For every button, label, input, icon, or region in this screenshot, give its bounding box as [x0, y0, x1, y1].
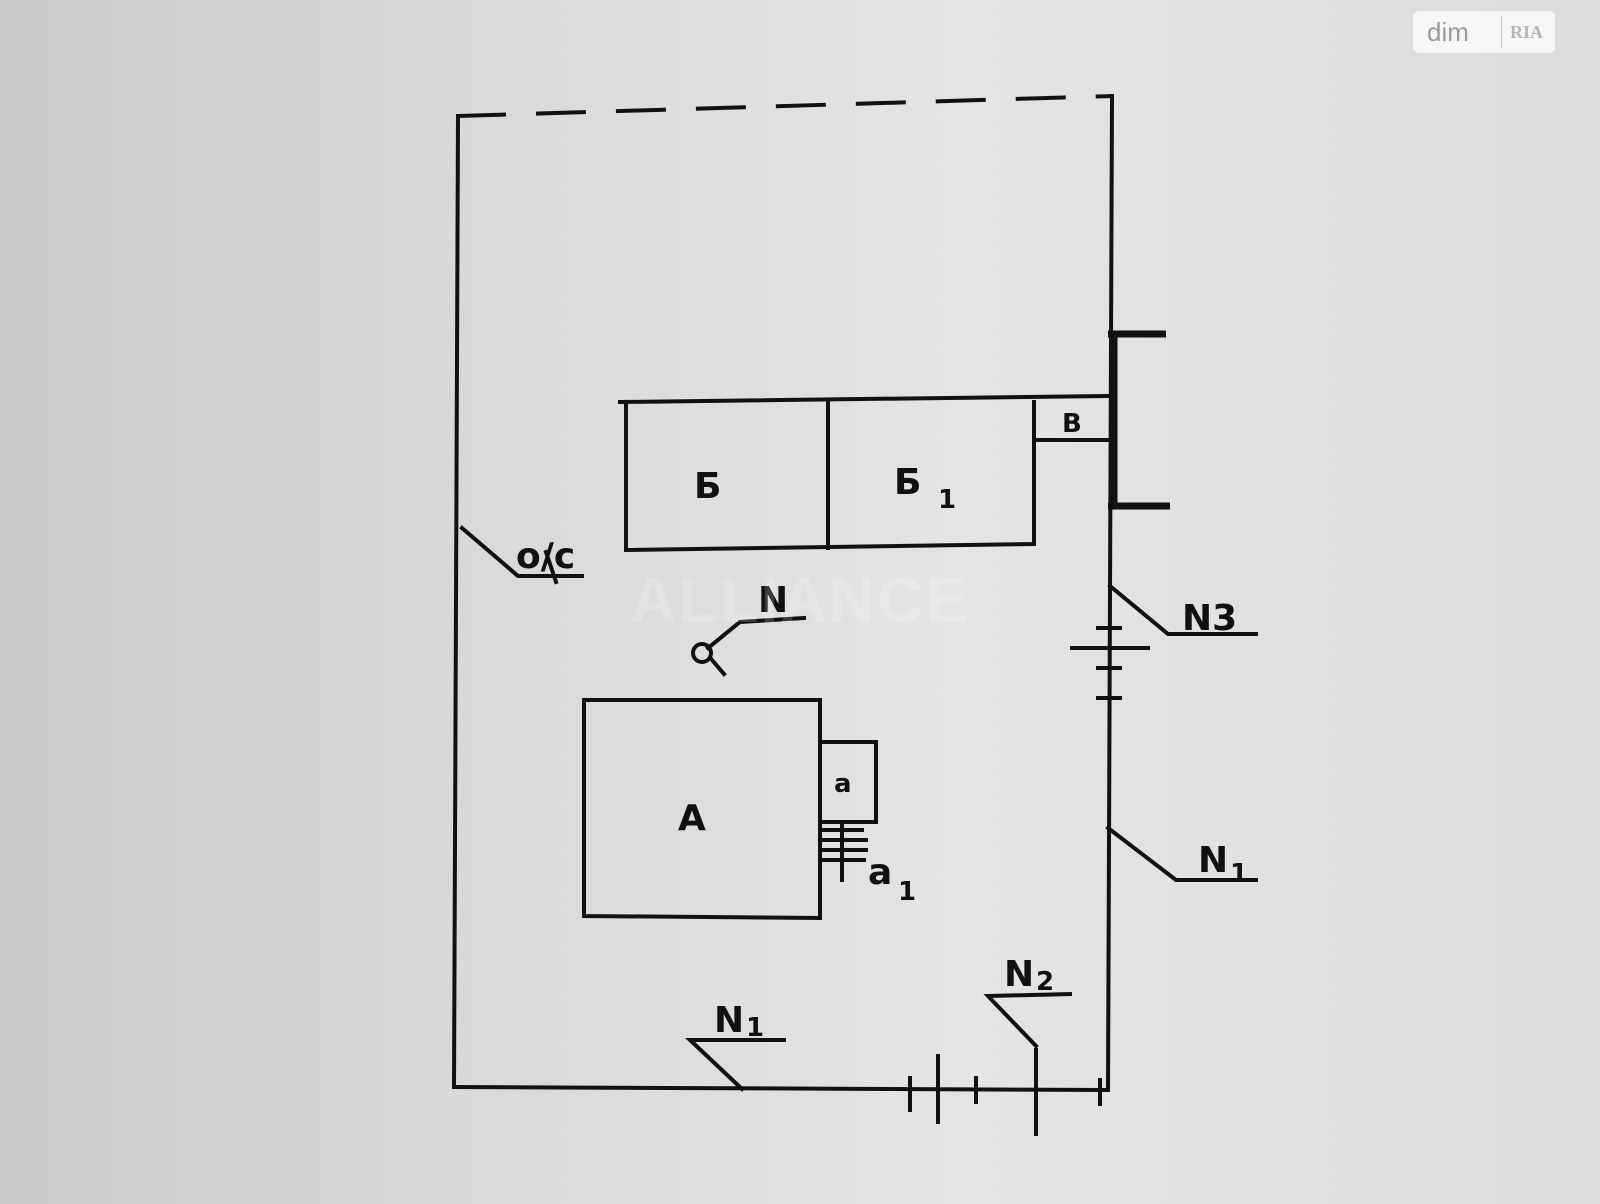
- fence-n1-right-leader: [1105, 825, 1258, 882]
- fence-ticks-right: [1070, 626, 1150, 700]
- barn-ext-sub: 1: [938, 485, 956, 515]
- well-label: N: [758, 580, 788, 621]
- badge-divider: [1501, 16, 1502, 48]
- fence-n3-label: N3: [1182, 598, 1237, 639]
- brand-label: dim: [1427, 16, 1469, 47]
- annex-label: а: [834, 769, 852, 799]
- fence-n1-bottom-leader: [684, 1038, 786, 1092]
- porch-steps: [818, 820, 868, 882]
- house-outline: [582, 698, 822, 921]
- barn-label: Б: [694, 466, 721, 507]
- plot-boundary-right: [1105, 93, 1115, 1093]
- fence-n1-right-sub: 1: [1230, 859, 1248, 889]
- fence-n2-label: N: [1004, 954, 1034, 995]
- fence-n2-sub: 2: [1036, 967, 1054, 997]
- plot-boundary-bottom: [451, 1084, 1108, 1093]
- plot-boundary-dashed-top: [455, 93, 1115, 119]
- fence-n3-leader: [1107, 583, 1258, 636]
- dim-ria-badge[interactable]: dim RIA: [1413, 11, 1555, 53]
- watermark: ALLIANCE: [630, 564, 970, 636]
- well-marker-icon: [691, 642, 713, 664]
- fence-n1-bottom-sub: 1: [746, 1013, 764, 1043]
- annex-outline: [818, 740, 878, 824]
- fence-n2-leader: [983, 991, 1073, 1049]
- porch-sub: 1: [898, 877, 916, 907]
- barn-ext-label: Б: [894, 462, 921, 503]
- fence-n1-right-label: N: [1198, 840, 1228, 881]
- porch-label: а: [868, 852, 892, 893]
- plot-boundary-left: [451, 113, 461, 1090]
- ria-logo-icon: RIA: [1510, 21, 1544, 42]
- fence-ticks-bottom: [908, 1048, 1102, 1136]
- fence-n1-bottom-label: N: [714, 1000, 744, 1041]
- house-label: А: [678, 798, 706, 839]
- shed-label: В: [1062, 409, 1082, 439]
- cesspool-leader: [459, 525, 584, 585]
- cesspool-label: о/с: [516, 536, 575, 577]
- well-leader: [705, 615, 807, 677]
